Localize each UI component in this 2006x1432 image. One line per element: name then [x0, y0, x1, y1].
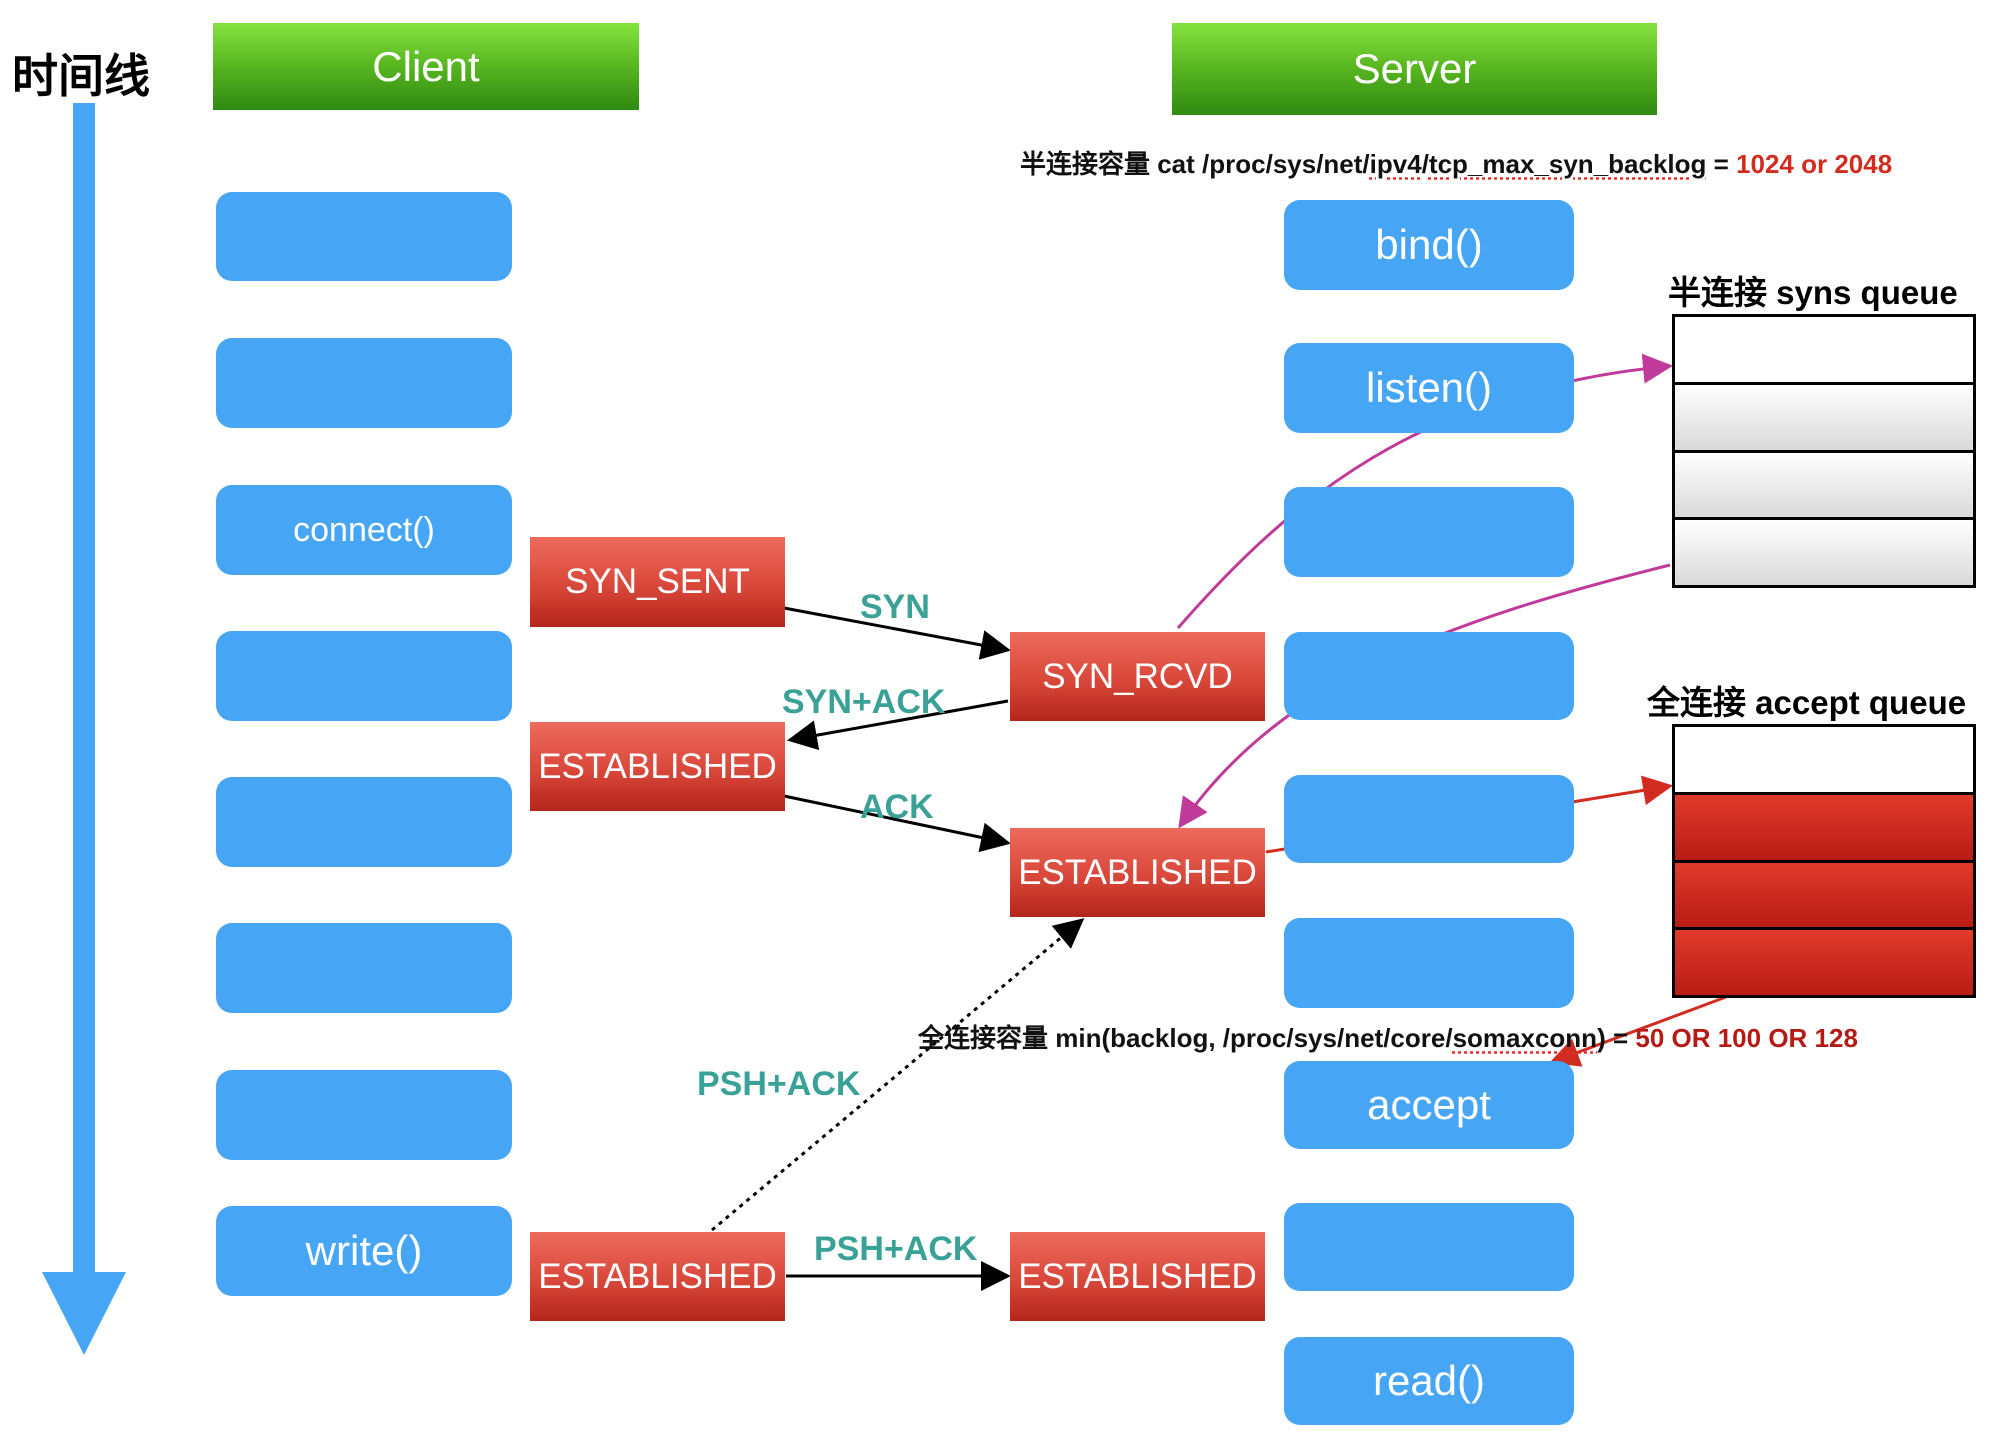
half-note-slash: / [1421, 149, 1429, 179]
half-note-param: tcp_max_syn_backlog [1428, 149, 1707, 179]
packet-label-psh-ack-1: PSH+ACK [697, 1065, 861, 1103]
server-state-established-2: ESTABLISHED [1010, 1232, 1265, 1321]
accept-queue-title: 全连接 accept queue [1647, 684, 1967, 721]
half-note-prefix: 半连接容量 cat /proc/sys/net/ [1020, 149, 1370, 179]
client-state-established-2: ESTABLISHED [530, 1232, 785, 1321]
packet-label-psh-ack-2: PSH+ACK [814, 1230, 978, 1268]
packet-label-ack: ACK [860, 788, 934, 826]
server-step-5 [1284, 775, 1574, 863]
server-step-8 [1284, 1203, 1574, 1291]
accept-queue-slot [1675, 862, 1973, 928]
client-state-established-1: ESTABLISHED [530, 722, 785, 811]
timeline-shaft [73, 103, 95, 1283]
server-state-syn-rcvd: SYN_RCVD [1010, 632, 1265, 721]
full-note-prefix: 全连接容量 min(backlog, /proc/sys/net/core/ [918, 1023, 1453, 1053]
ack-arrow [783, 794, 1011, 853]
syn-queue-slot [1675, 452, 1973, 518]
server-step-6 [1284, 918, 1574, 1008]
full-note-value: 50 OR 100 OR 128 [1635, 1023, 1858, 1053]
client-step-5 [216, 777, 512, 867]
full-connection-capacity-note: 全连接容量 min(backlog, /proc/sys/net/core/so… [918, 1018, 1858, 1055]
full-note-mid: ) = [1597, 1023, 1636, 1053]
server-step-listen: listen() [1284, 343, 1574, 433]
server-step-4 [1284, 632, 1574, 720]
accept-dequeue-arrow [1549, 995, 1727, 1067]
client-step-write: write() [216, 1206, 512, 1296]
client-state-syn-sent: SYN_SENT [530, 537, 785, 627]
full-note-somaxconn: somaxconn [1452, 1023, 1598, 1053]
server-state-established-1: ESTABLISHED [1010, 828, 1265, 917]
syn-queue-slot [1675, 384, 1973, 450]
packet-label-syn: SYN [860, 588, 930, 626]
syn-queue-slot [1675, 520, 1973, 585]
server-step-read: read() [1284, 1337, 1574, 1425]
client-step-1 [216, 192, 512, 281]
client-step-connect: connect() [216, 485, 512, 575]
client-header: Client [213, 23, 639, 110]
accept-queue-slot [1675, 794, 1973, 860]
server-header: Server [1172, 23, 1657, 115]
half-note-eq: = [1706, 149, 1737, 179]
syn-queue [1672, 314, 1976, 588]
syn-arrow [783, 606, 1011, 660]
half-note-ipv4: ipv4 [1369, 149, 1422, 179]
syn-ack-arrow [787, 699, 1009, 751]
half-note-value: 1024 or 2048 [1736, 149, 1893, 179]
timeline-label: 时间线 [12, 49, 150, 103]
accept-queue-slot [1675, 727, 1973, 792]
accept-queue [1672, 724, 1976, 998]
client-step-4 [216, 631, 512, 721]
server-step-accept: accept [1284, 1061, 1574, 1149]
client-step-6 [216, 923, 512, 1013]
half-connection-capacity-note: 半连接容量 cat /proc/sys/net/ipv4/tcp_max_syn… [1020, 144, 1892, 181]
timeline-arrowhead [42, 1272, 126, 1355]
server-step-bind: bind() [1284, 200, 1574, 290]
accept-queue-slot [1675, 930, 1973, 995]
client-step-2 [216, 338, 512, 428]
client-step-7 [216, 1070, 512, 1160]
packet-label-syn-ack: SYN+ACK [782, 683, 946, 721]
syn-queue-title: 半连接 syns queue [1668, 274, 1958, 311]
server-step-3 [1284, 487, 1574, 577]
syn-queue-slot [1675, 317, 1973, 382]
